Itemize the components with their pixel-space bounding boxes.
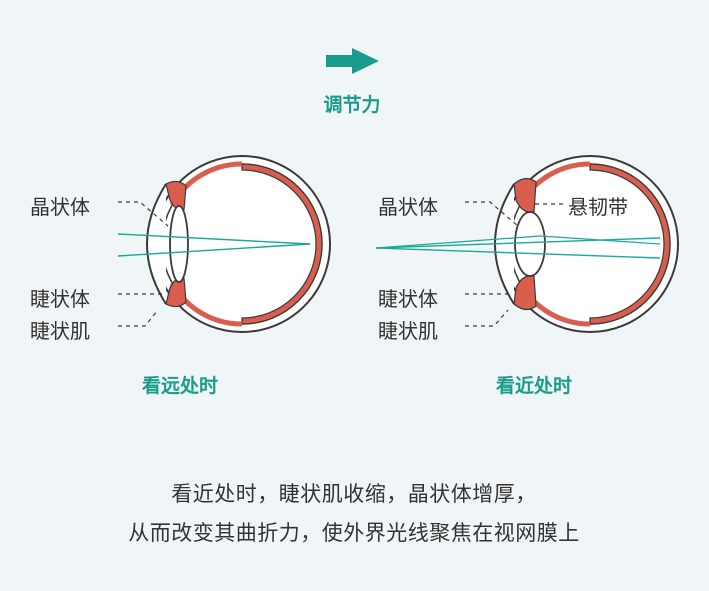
description-line-1: 看近处时，睫状肌收缩，晶状体增厚，: [171, 482, 537, 506]
left-leader-lines: [118, 201, 169, 327]
left-cornea: [146, 183, 167, 305]
diagram-title: 调节力: [323, 94, 381, 116]
right-light-rays: [375, 235, 661, 259]
right-label-zonule: 悬韧带: [568, 195, 628, 219]
left-light-rays: [117, 233, 311, 257]
right-label-ciliary-body: 睫状体: [378, 287, 438, 311]
left-label-ciliary-muscle: 睫状肌: [30, 319, 90, 343]
right-eye: [375, 155, 679, 333]
left-caption: 看远处时: [141, 375, 219, 397]
left-label-lens: 晶状体: [30, 195, 90, 219]
right-label-ciliary-muscle: 睫状肌: [378, 319, 438, 343]
right-lens: [514, 211, 546, 277]
right-ciliary-body-bottom: [513, 275, 537, 311]
right-arrow-icon: [326, 48, 379, 74]
left-label-ciliary-body: 睫状体: [30, 287, 90, 311]
right-caption: 看近处时: [495, 375, 573, 397]
left-lens: [169, 205, 189, 283]
right-ciliary-body-top: [513, 177, 537, 213]
description-line-2: 从而改变其曲折力，使外界光线聚焦在视网膜上: [128, 521, 580, 545]
left-eye: [117, 155, 331, 333]
right-label-lens: 晶状体: [378, 195, 438, 219]
right-leader-lines: [465, 201, 565, 327]
